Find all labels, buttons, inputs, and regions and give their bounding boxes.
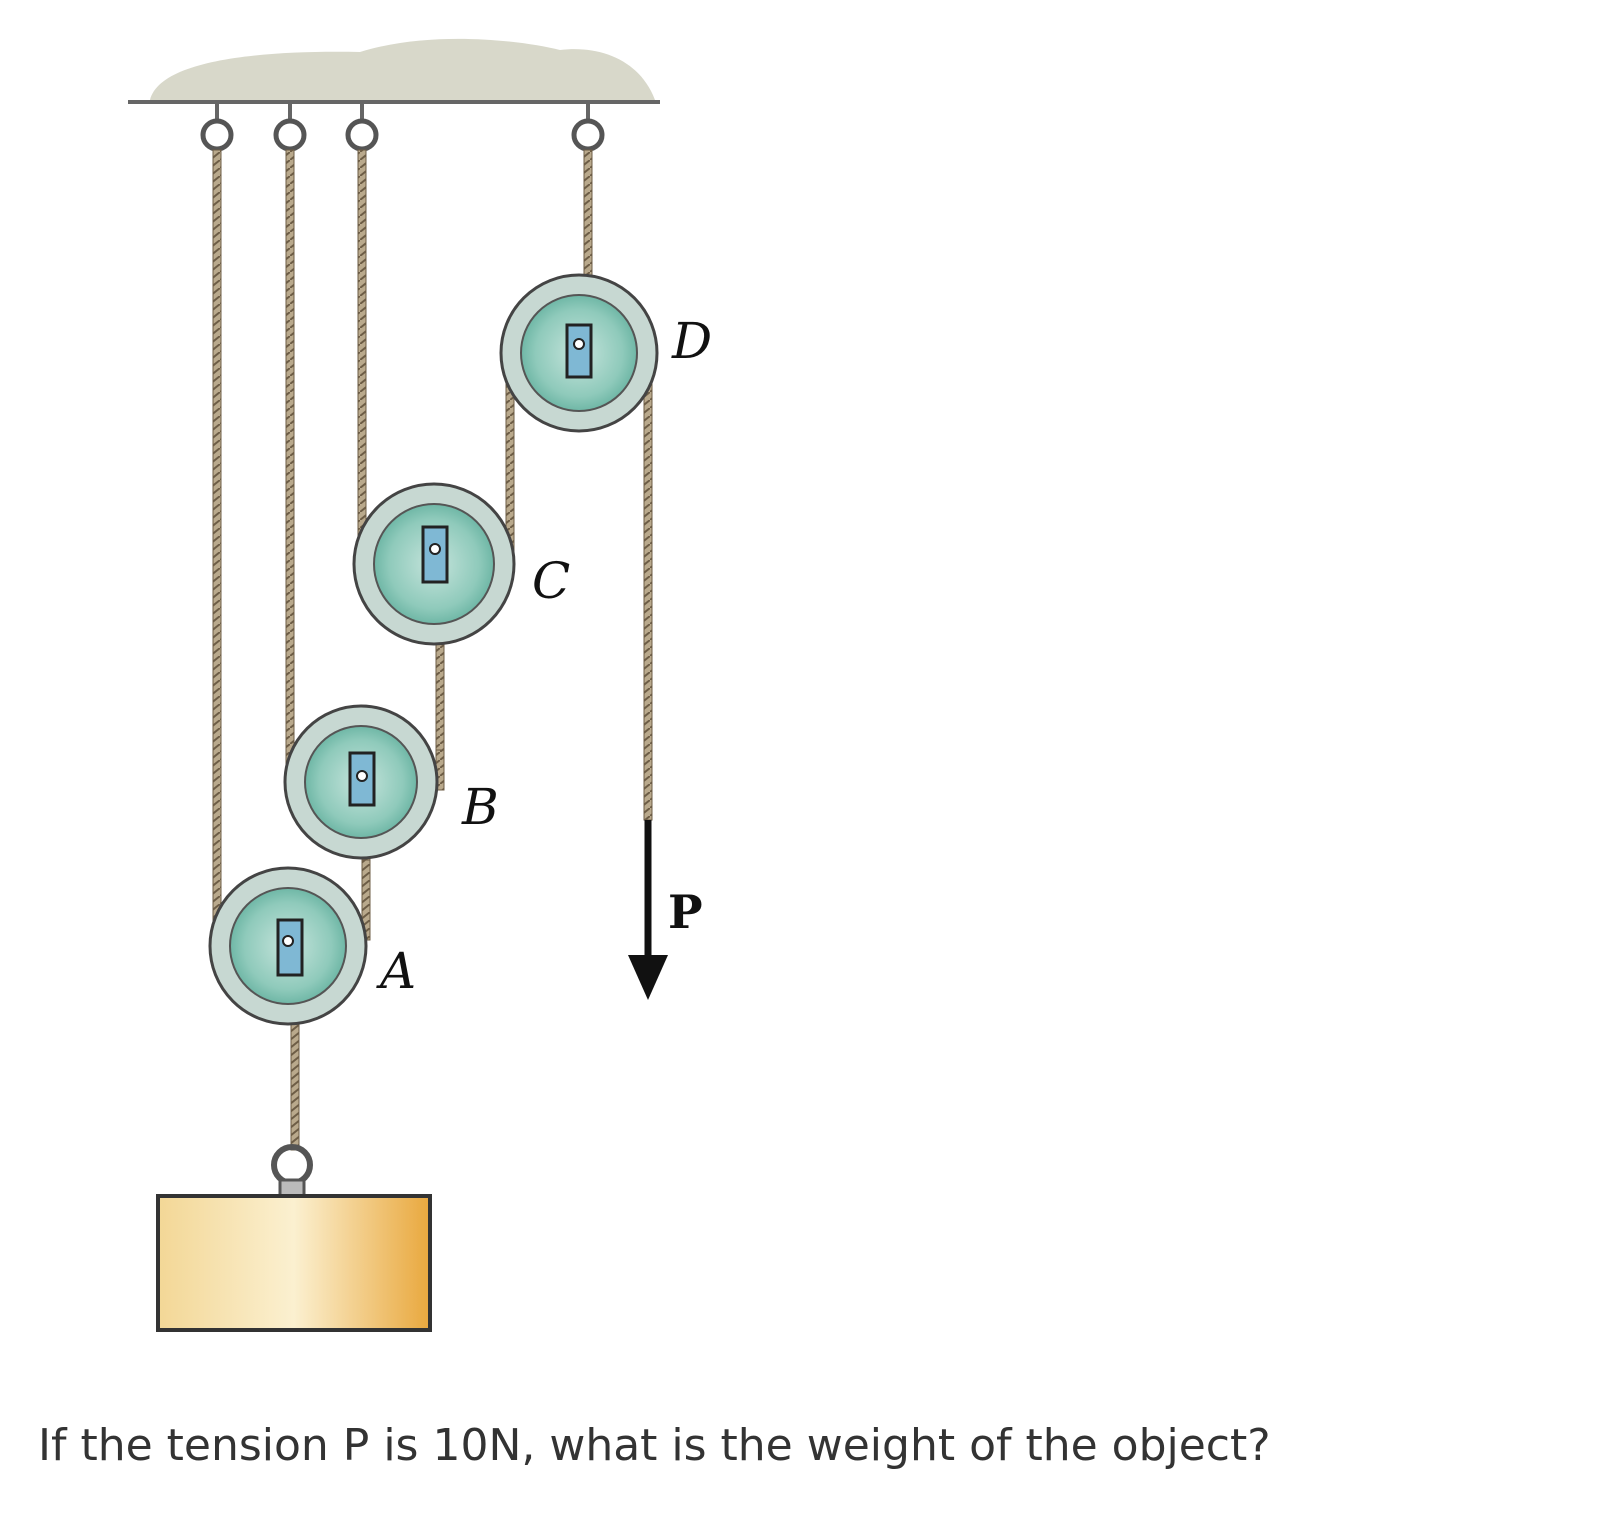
rope-d-right (643, 354, 653, 821)
pulley-d: D (499, 273, 712, 433)
pulley-c: C (352, 482, 570, 646)
weight-block (156, 1194, 432, 1332)
pulley-c-label: C (532, 552, 570, 610)
weight-hook (271, 1144, 313, 1186)
force-p-label: P (668, 885, 703, 939)
weight-object (156, 1144, 432, 1332)
pulley-d-label: D (671, 312, 712, 370)
pulley-b-label: B (461, 778, 499, 836)
ceiling-hook-3 (345, 102, 379, 152)
ceiling-hook-2 (273, 102, 307, 152)
pulley-a-label: A (376, 942, 416, 1000)
question-text: If the tension P is 10N, what is the wei… (38, 1420, 1271, 1471)
pulley-a: A (208, 866, 416, 1026)
rope-d-hanger (583, 149, 593, 276)
ceiling (128, 38, 660, 104)
ceiling-hook-4 (571, 102, 605, 152)
rope-c-left (357, 149, 367, 571)
ceiling-hook-1 (200, 102, 234, 152)
rope-b-left (285, 149, 295, 791)
rope-a-left (212, 149, 222, 941)
force-arrow-p: P (628, 820, 703, 1000)
ceiling-hooks (200, 102, 605, 152)
pulley-b: B (283, 704, 499, 860)
